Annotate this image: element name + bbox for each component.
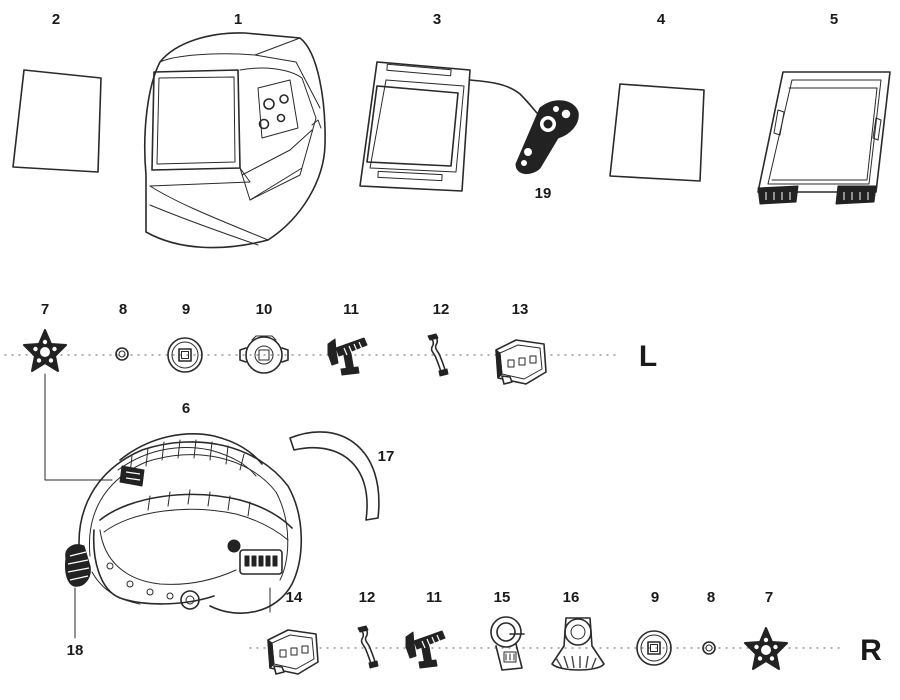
label-part-11-right: 11: [426, 589, 442, 606]
side-label-right: R: [860, 634, 882, 667]
clip-left: [495, 339, 547, 385]
label-part-3: 3: [433, 11, 441, 28]
star-knob-left: [23, 329, 67, 372]
pivot-bracket: [490, 616, 525, 671]
label-part-8-left: 8: [119, 301, 127, 318]
label-part-12-left: 12: [433, 301, 450, 318]
label-part-2: 2: [52, 11, 60, 28]
washer-left: [115, 347, 129, 361]
welding-helmet-shell: [143, 32, 326, 249]
label-part-7-left: 7: [41, 301, 49, 318]
label-part-19: 19: [535, 185, 552, 202]
filter-holder-frame: [757, 71, 891, 205]
label-part-8-right: 8: [707, 589, 715, 606]
label-part-9-right: 9: [651, 589, 659, 606]
label-part-13: 13: [512, 301, 529, 318]
outer-cover-lens: [12, 69, 102, 173]
label-part-1: 1: [234, 11, 242, 28]
spring-left: [427, 333, 449, 377]
label-part-16: 16: [563, 589, 580, 606]
label-part-10: 10: [256, 301, 273, 318]
label-part-17: 17: [378, 448, 395, 465]
adjustment-gear: [239, 335, 289, 374]
label-part-11-left: 11: [343, 301, 359, 318]
spring-right: [357, 625, 379, 669]
auto-darkening-filter: [359, 61, 539, 192]
label-part-5: 5: [830, 11, 838, 28]
label-part-6: 6: [182, 400, 190, 417]
label-part-15: 15: [494, 589, 511, 606]
adjustment-wheel: [551, 617, 605, 671]
label-part-14: 14: [286, 589, 303, 606]
headgear-assembly: [78, 433, 303, 614]
label-part-4: 4: [657, 11, 666, 28]
rear-ratchet-knob: [65, 544, 91, 587]
leader-star-knob: [44, 373, 113, 481]
label-part-18: 18: [67, 642, 84, 659]
label-part-7-right: 7: [765, 589, 773, 606]
ratchet-right: [405, 630, 446, 669]
remote-control-panel: [515, 100, 579, 174]
label-part-9-left: 9: [182, 301, 190, 318]
inner-cover-lens: [609, 83, 705, 182]
star-knob-right: [744, 627, 788, 670]
side-label-left: L: [639, 340, 657, 373]
sweatband: [289, 431, 380, 521]
ratchet-left: [327, 337, 368, 376]
clip-right: [267, 629, 319, 675]
label-part-12-right: 12: [359, 589, 376, 606]
